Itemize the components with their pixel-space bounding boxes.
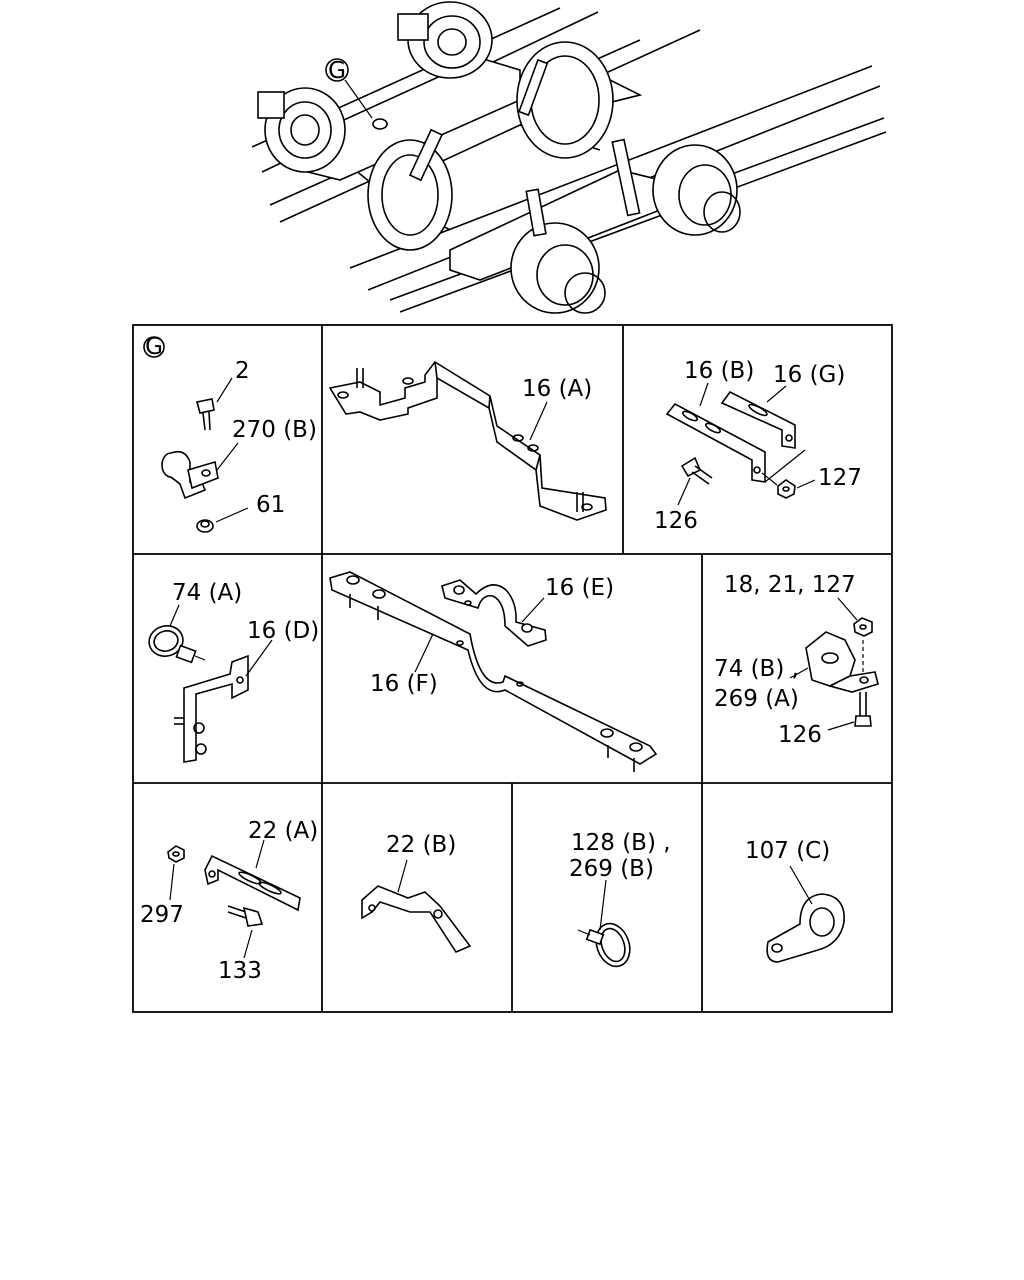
bolt-126 (680, 456, 713, 485)
label-126-mount: 126 (778, 722, 822, 748)
cell-ef-brackets: 16 (E) 16 (F) (329, 571, 658, 772)
wheel-hub-right-rear (397, 1, 493, 79)
cell-d-bracket: 74 (A) 16 (D) (148, 580, 319, 763)
label-61: 61 (256, 492, 285, 518)
bracket-16f (329, 571, 658, 772)
parts-grid (132, 324, 893, 1013)
callout-g-letter: G (328, 58, 346, 84)
stud (576, 492, 584, 512)
label-16g: 16 (G) (773, 362, 845, 388)
label-133: 133 (218, 958, 262, 984)
nut-127 (777, 479, 796, 499)
cell-g-ref: G (145, 334, 163, 360)
cell-107c-clip: 107 (C) (745, 838, 845, 963)
shock-absorbers (408, 58, 641, 237)
clamp-270b (161, 450, 219, 500)
label-22a: 22 (A) (248, 818, 318, 844)
bracket-16e (441, 579, 547, 647)
label-74a: 74 (A) (172, 580, 242, 606)
axle-assembly-illustration: G (251, 1, 887, 314)
nut-297 (167, 845, 185, 863)
label-269a: 269 (A) (714, 686, 799, 712)
cell-bg-brackets: 16 (B) 16 (G) 127 126 (654, 358, 862, 534)
label-74b: 74 (B) , (714, 656, 799, 682)
nut-127-mount (853, 617, 873, 637)
label-269b: 269 (B) (569, 856, 654, 882)
bracket-22a (204, 854, 301, 912)
cell-22a-bracket: 22 (A) 297 133 (140, 818, 318, 984)
label-297: 297 (140, 902, 184, 928)
label-16a: 16 (A) (522, 376, 592, 402)
label-107c: 107 (C) (745, 838, 830, 864)
label-126: 126 (654, 508, 698, 534)
stud (356, 368, 364, 388)
band-74a (148, 625, 206, 664)
bolt-126-mount (854, 692, 872, 727)
label-270b: 270 (B) (232, 417, 317, 443)
rubber-mount-74b (805, 631, 879, 693)
bolt-2 (196, 398, 215, 431)
callout-g: G (325, 58, 388, 130)
label-16f: 16 (F) (370, 671, 438, 697)
cell-a-bracket: 16 (A) (328, 360, 607, 521)
label-2: 2 (235, 358, 250, 384)
label-127: 127 (818, 465, 862, 491)
label-16e: 16 (E) (545, 575, 614, 601)
cell-mount: 18, 21, 127 74 (B) , 269 (A) 126 (714, 572, 879, 748)
wheel-hub-left-front (510, 222, 606, 314)
cell-22b-bracket: 22 (B) (361, 832, 472, 954)
nut-61 (196, 519, 214, 533)
label-22b: 22 (B) (386, 832, 456, 858)
cell-128b-band: 128 (B) , 269 (B) (569, 830, 671, 968)
bracket-16d (174, 654, 249, 763)
label-16b: 16 (B) (684, 358, 754, 384)
label-16d: 16 (D) (247, 618, 319, 644)
label-18-21-127: 18, 21, 127 (724, 572, 856, 598)
wheel-hub-left-rear (257, 87, 346, 173)
bracket-16g (720, 390, 796, 449)
label-128b: 128 (B) , (571, 830, 671, 856)
cell-g-clamp: G 2 270 (B) 61 (143, 334, 317, 533)
bolt-133 (227, 905, 264, 927)
wheel-hub-right-front (652, 144, 741, 236)
